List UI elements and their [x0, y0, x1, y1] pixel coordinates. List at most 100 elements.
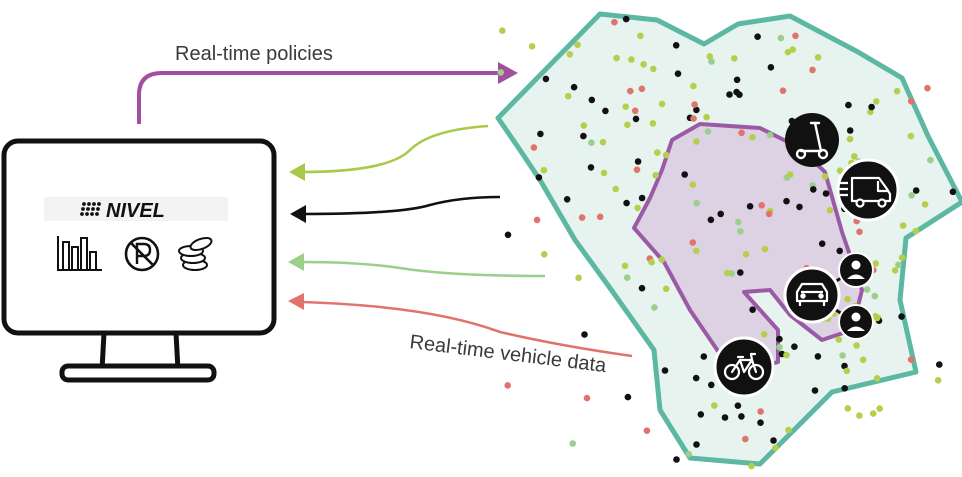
- vehicle-dot: [811, 387, 819, 394]
- vehicle-dot: [907, 97, 915, 105]
- vehicle-dot: [783, 197, 790, 205]
- vehicle-dot: [873, 314, 881, 322]
- vehicle-dot: [658, 100, 666, 108]
- vehicle-dot: [638, 194, 646, 202]
- vehicle-dot: [776, 335, 783, 343]
- vehicle-dot: [693, 441, 700, 448]
- vehicle-dot: [836, 247, 843, 255]
- vehicle-dot: [652, 172, 659, 179]
- vehicle-dot: [638, 85, 646, 93]
- vehicle-dot: [841, 362, 848, 370]
- vehicle-dot: [691, 101, 698, 108]
- user-icon: [838, 252, 874, 288]
- vehicle-dot: [876, 405, 883, 412]
- vehicle-dot: [927, 156, 934, 164]
- vehicle-dot: [863, 286, 871, 293]
- vehicle-dot: [856, 228, 863, 236]
- vehicle-dot: [504, 231, 512, 239]
- vehicle-dot: [898, 254, 906, 261]
- vehicle-dot: [912, 187, 920, 194]
- vehicle-dot: [533, 216, 541, 224]
- vehicle-dot: [624, 121, 631, 129]
- vehicle-dot: [846, 127, 854, 134]
- vehicle-dot: [649, 120, 657, 127]
- vehicle-dot: [706, 53, 714, 60]
- vehicle-dot: [674, 70, 682, 77]
- vehicle-dot: [761, 245, 769, 253]
- vehicle-dot: [871, 292, 879, 300]
- vehicle-dot: [628, 56, 635, 63]
- vehicle-dot: [776, 343, 783, 351]
- vehicle-dot: [569, 440, 576, 447]
- vehicle-dot: [580, 122, 588, 129]
- vehicle-dot: [580, 132, 587, 140]
- vehicle-dot: [814, 54, 822, 61]
- vehicle-dot: [934, 377, 942, 384]
- vehicle-dot: [907, 132, 915, 140]
- vehicle-dot: [898, 313, 905, 320]
- vehicle-dot: [621, 262, 629, 270]
- vehicle-dot: [792, 32, 799, 40]
- monitor-base: [59, 363, 217, 383]
- vehicle-dot: [738, 413, 745, 420]
- vehicle-dot: [791, 343, 798, 351]
- vehicle-dot: [924, 84, 931, 92]
- vehicle-dot: [767, 64, 775, 71]
- vehicle-dot: [843, 367, 851, 375]
- vehicle-dot: [530, 144, 538, 151]
- vehicle-dot: [856, 412, 863, 419]
- vehicle-dot: [708, 58, 715, 65]
- delivery-van-icon: [836, 158, 900, 222]
- bar-chart-icon: [57, 236, 102, 271]
- data-arrow-lime: [289, 124, 489, 181]
- no-parking-icon: [124, 236, 160, 272]
- vehicle-dot: [733, 76, 741, 84]
- vehicle-dot: [936, 361, 943, 368]
- vehicle-dot: [542, 75, 550, 83]
- vehicle-dot: [757, 419, 764, 427]
- vehicle-dot: [899, 222, 907, 229]
- vehicle-dot: [578, 214, 586, 221]
- vehicle-dot: [770, 437, 777, 444]
- vehicle-dot: [707, 216, 715, 224]
- vehicle-dot: [689, 181, 697, 188]
- vehicle-dot: [721, 414, 729, 421]
- vehicle-dot: [789, 46, 797, 53]
- vehicle-dot: [637, 32, 644, 40]
- vehicle-dot: [587, 164, 595, 171]
- vehicle-dot: [814, 353, 822, 360]
- car-sharing-icon: [783, 252, 874, 340]
- vehicle-dot: [541, 251, 548, 258]
- vehicle-dot: [631, 107, 639, 115]
- vehicle-dot: [634, 204, 641, 212]
- vehicle-dot: [673, 456, 680, 463]
- vehicle-dot: [766, 131, 774, 139]
- coins-icon: [178, 236, 213, 271]
- vehicle-dot: [734, 402, 742, 410]
- vehicle-dot: [891, 267, 899, 274]
- vehicle-dot: [612, 185, 619, 193]
- vehicle-dot: [836, 167, 844, 174]
- vehicle-dot: [746, 203, 754, 210]
- vehicle-dot: [859, 356, 867, 364]
- vehicle-dot: [540, 166, 548, 174]
- vehicle-dot: [742, 435, 749, 443]
- vehicle-dot: [624, 393, 632, 401]
- vehicle-dot: [786, 171, 794, 178]
- vehicle-dot: [627, 87, 634, 95]
- vehicle-dot: [731, 55, 738, 62]
- bicycle-icon: [713, 336, 775, 398]
- vehicle-dot: [704, 128, 712, 135]
- vehicle-dot: [818, 240, 826, 247]
- vehicle-dot: [588, 96, 596, 104]
- vehicle-dot: [697, 411, 705, 418]
- vehicle-dot: [504, 382, 512, 389]
- vehicle-dot: [717, 210, 724, 218]
- vehicle-dot: [810, 186, 817, 193]
- vehicle-dot: [784, 48, 792, 56]
- vehicle-dot: [845, 101, 852, 109]
- vehicle-dot: [737, 269, 744, 276]
- vehicle-dot: [658, 256, 666, 264]
- vehicle-dot: [748, 462, 755, 470]
